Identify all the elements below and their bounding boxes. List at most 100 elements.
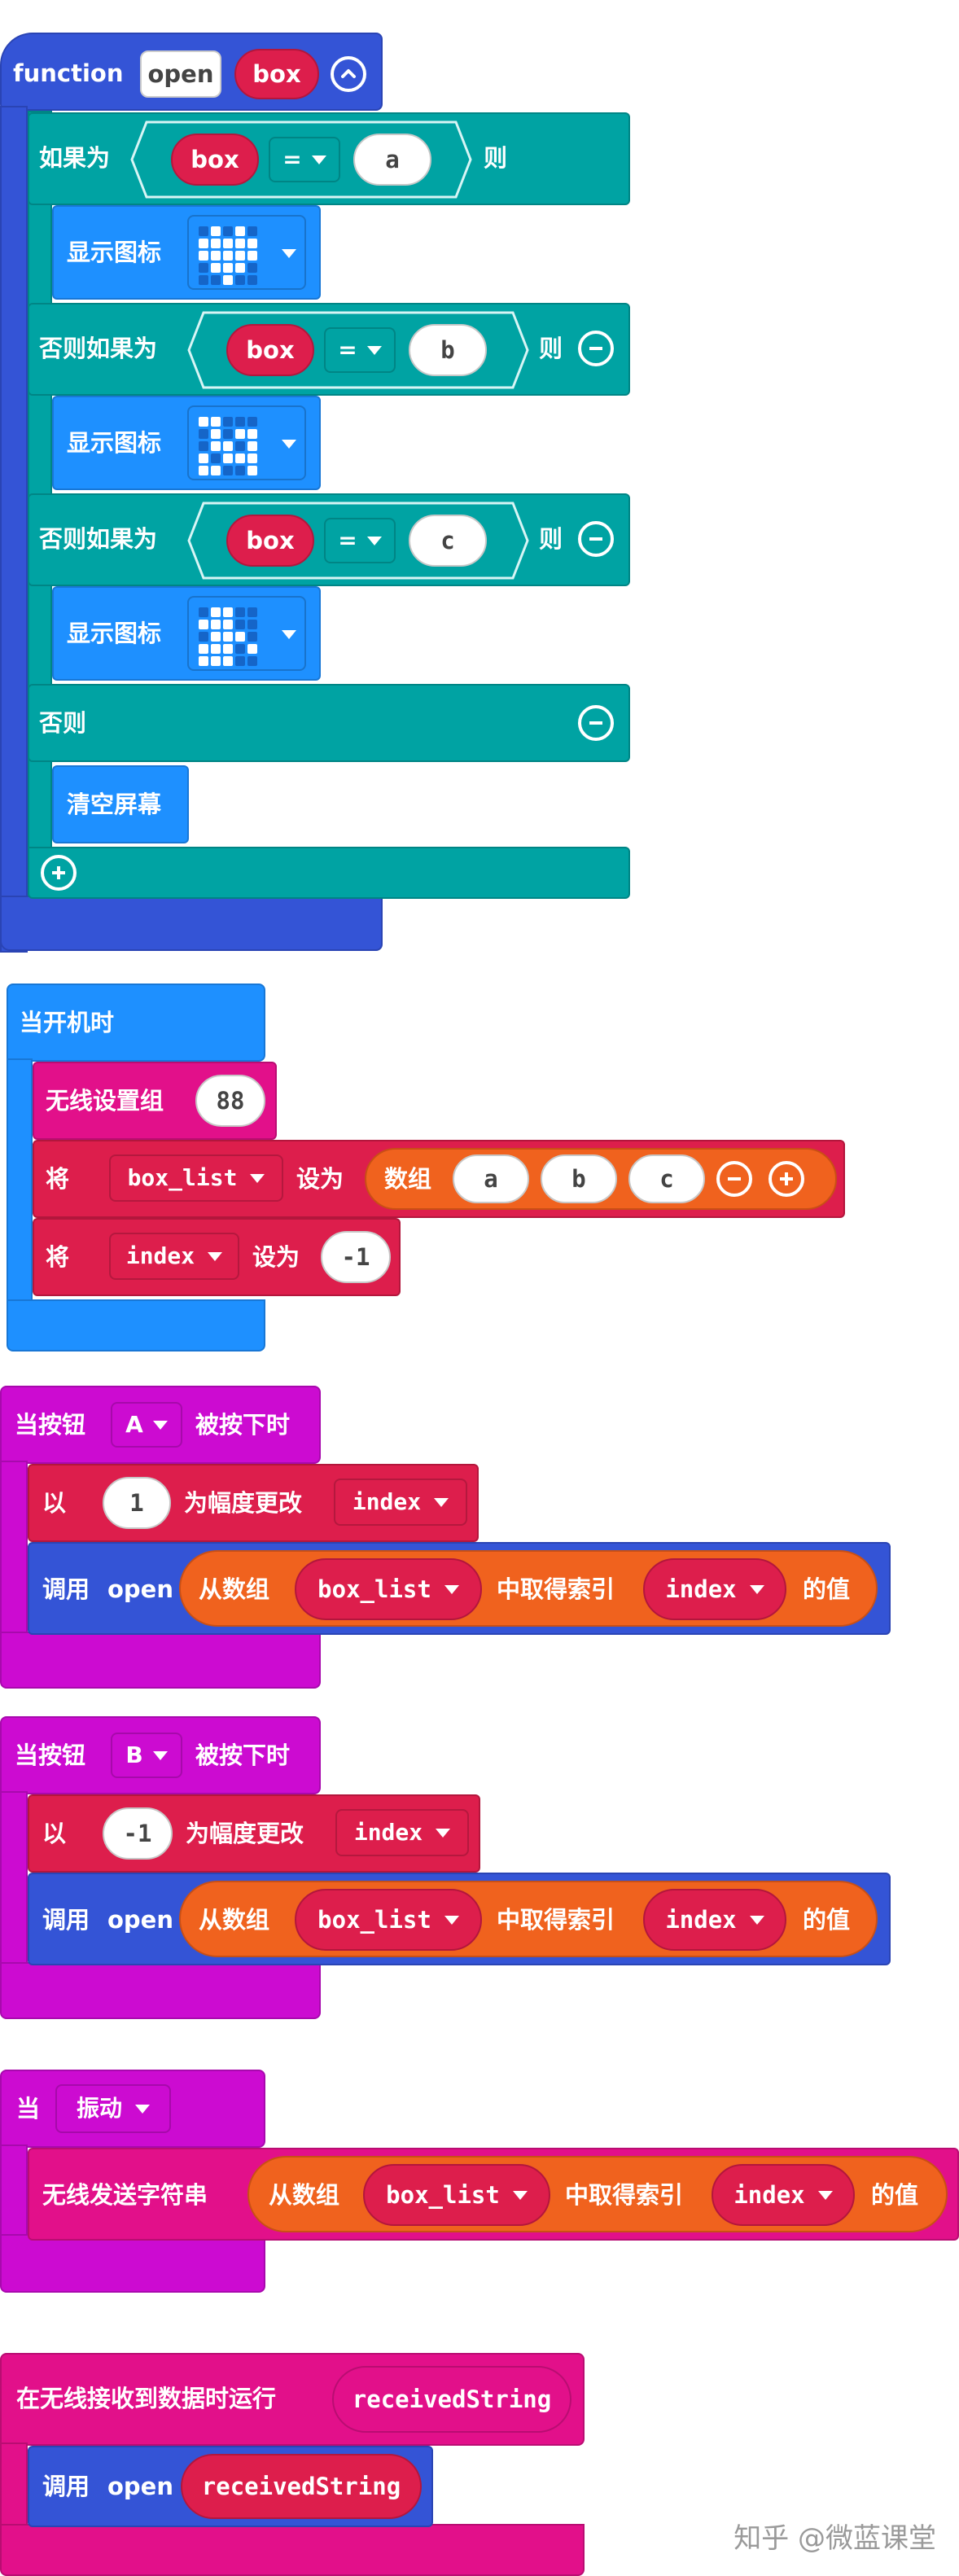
array-item-a[interactable]: a (453, 1154, 529, 1203)
led-cell (211, 441, 221, 451)
show-icon-label: 显示图标 (67, 429, 162, 457)
led-cell (235, 644, 245, 654)
array-var-box[interactable]: box_list (363, 2164, 550, 2226)
button-a-hat-suffix: 被按下时 (195, 1411, 291, 1439)
compare-value-b[interactable]: b (409, 324, 487, 376)
array-var-box[interactable]: box_list (295, 1889, 482, 1951)
led-cell (247, 263, 257, 273)
gesture-footer (0, 2234, 265, 2293)
index-var-dropdown[interactable]: index (109, 1233, 239, 1280)
compare-var-box-a[interactable]: box (171, 134, 259, 186)
from-array-label: 从数组 (199, 1906, 270, 1934)
watermark-text: 知乎 @微蓝课堂 (733, 2522, 936, 2555)
index-var-box[interactable]: index (643, 1558, 786, 1620)
array-item-b[interactable]: b (541, 1154, 617, 1203)
dropdown-arrow-icon (444, 1584, 459, 1594)
compare-value-a[interactable]: a (353, 134, 431, 186)
icon-picker-heart[interactable] (187, 215, 306, 290)
led-cell (235, 656, 245, 666)
button-a-footer (0, 1632, 321, 1689)
led-cell (199, 263, 208, 273)
button-select-dropdown[interactable]: A (111, 1402, 182, 1448)
change-amount-field[interactable]: -1 (103, 1807, 173, 1860)
add-branch-icon[interactable] (41, 855, 77, 891)
set-word: 将 (46, 1165, 70, 1193)
led-cell (199, 607, 208, 617)
operator-dropdown-c[interactable]: = (324, 518, 396, 563)
led-cell (223, 607, 233, 617)
function-param-box[interactable]: box (234, 49, 319, 99)
box-list-var-dropdown[interactable]: box_list (109, 1154, 283, 1202)
remove-branch-icon[interactable] (578, 521, 614, 557)
array-item-c[interactable]: c (628, 1154, 705, 1203)
value-of-label: 的值 (871, 2181, 919, 2209)
call-word: 调用 (42, 1906, 90, 1934)
icon-picker-c[interactable] (187, 596, 306, 671)
set-word: 将 (46, 1243, 70, 1271)
change-var-dropdown[interactable]: index (334, 1479, 467, 1526)
operator-dropdown-b[interactable]: = (324, 327, 396, 373)
change-amount-field[interactable]: 1 (103, 1477, 171, 1529)
call-func-name: open (107, 1906, 173, 1934)
group-value-field[interactable]: 88 (195, 1075, 265, 1127)
led-cell (223, 251, 233, 261)
show-icon-label: 显示图标 (67, 620, 162, 647)
dropdown-arrow-icon (152, 1750, 168, 1760)
led-cell (199, 644, 208, 654)
received-string-arg[interactable]: receivedString (181, 2454, 422, 2519)
collapse-up-icon[interactable] (331, 56, 366, 92)
led-cell (247, 417, 257, 427)
clear-screen-block[interactable] (52, 765, 189, 843)
button-select-dropdown[interactable]: B (111, 1733, 182, 1778)
operator-dropdown-a[interactable]: = (269, 137, 340, 182)
on-start-hat[interactable] (7, 984, 265, 1062)
led-cell (247, 632, 257, 642)
led-cell (247, 239, 257, 248)
remove-branch-icon[interactable] (578, 331, 614, 366)
gesture-hat-prefix: 当 (16, 2095, 41, 2123)
led-cell (247, 429, 257, 439)
function-name-field[interactable]: open (140, 50, 221, 98)
led-cell (235, 263, 245, 273)
from-array-label: 从数组 (269, 2181, 340, 2209)
radio-received-footer (0, 2524, 585, 2576)
array-var-box[interactable]: box_list (295, 1558, 482, 1620)
radio-set-group-label: 无线设置组 (46, 1087, 164, 1115)
dropdown-arrow-icon (512, 2190, 528, 2200)
gesture-dropdown[interactable]: 振动 (55, 2084, 171, 2133)
gesture-hat[interactable] (0, 2070, 265, 2148)
change-var-dropdown[interactable]: index (335, 1809, 469, 1856)
icon-picker-b[interactable] (187, 405, 306, 480)
from-array-label: 从数组 (199, 1575, 270, 1603)
led-cell (211, 607, 221, 617)
dropdown-arrow-icon (749, 1584, 764, 1594)
compare-value-c[interactable]: c (409, 515, 487, 567)
led-cell (211, 656, 221, 666)
received-string-param[interactable]: receivedString (332, 2366, 571, 2433)
else-row[interactable] (28, 684, 630, 762)
set-to-label: 设为 (252, 1243, 300, 1271)
compare-var-box-c[interactable]: box (226, 515, 314, 567)
index-value-field[interactable]: -1 (321, 1231, 391, 1283)
led-cell (247, 656, 257, 666)
remove-branch-icon[interactable] (578, 705, 614, 741)
dropdown-arrow-icon (749, 1915, 764, 1925)
index-var-box[interactable]: index (643, 1889, 786, 1951)
led-cell (211, 275, 221, 285)
add-item-icon[interactable] (769, 1161, 804, 1197)
led-cell (199, 453, 208, 463)
led-cell (211, 417, 221, 427)
led-cell (199, 417, 208, 427)
remove-item-icon[interactable] (716, 1161, 752, 1197)
led-cell (211, 429, 221, 439)
compare-var-box-b[interactable]: box (226, 324, 314, 376)
call-func-name: open (107, 2473, 173, 2500)
get-index-label: 中取得索引 (497, 1906, 615, 1934)
led-pattern-icon (199, 417, 257, 475)
led-cell (211, 226, 221, 236)
if-label: 如果为 (39, 144, 111, 172)
then-label-a: 则 (484, 144, 508, 172)
led-cell (211, 263, 221, 273)
led-cell (199, 441, 208, 451)
index-var-box[interactable]: index (712, 2164, 855, 2226)
